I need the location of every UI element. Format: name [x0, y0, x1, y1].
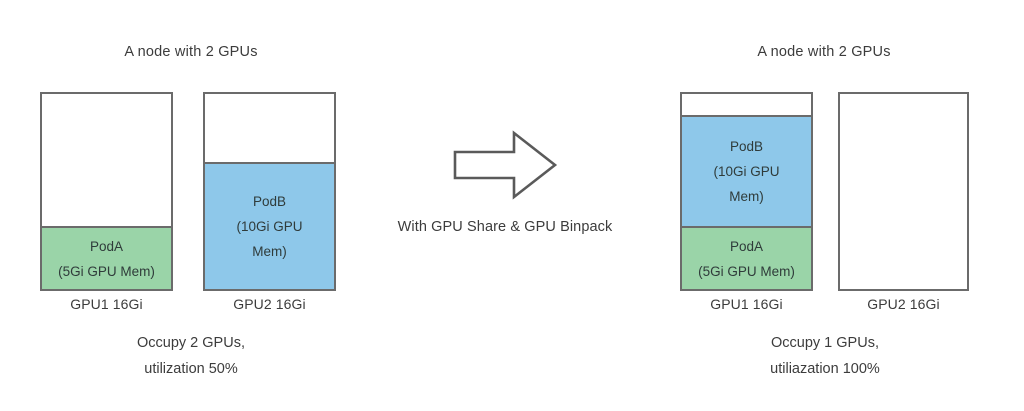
right-caption-line1: Occupy 1 GPUs,: [771, 335, 879, 351]
right-gpu1-pod-b: PodB (10Gi GPU Mem): [682, 115, 811, 226]
right-gpu2-label: GPU2 16Gi: [867, 296, 940, 312]
center-transform-label: With GPU Share & GPU Binpack: [397, 219, 613, 235]
right-gpu1-label: GPU1 16Gi: [710, 296, 783, 312]
right-gpu1-box: PodB (10Gi GPU Mem) PodA (5Gi GPU Mem): [680, 92, 813, 291]
pod-b-mem-line2: Mem): [729, 189, 764, 204]
left-gpu1-pod-a: PodA (5Gi GPU Mem): [42, 226, 171, 289]
right-gpu1-free-area: [682, 94, 811, 115]
pod-a-mem: (5Gi GPU Mem): [58, 263, 155, 279]
pod-b-name: PodB: [252, 194, 287, 209]
left-caption: Occupy 2 GPUs, utilization 50%: [40, 330, 342, 382]
pod-a-name: PodA: [729, 238, 764, 254]
left-gpu2-box: PodB (10Gi GPU Mem): [203, 92, 336, 291]
pod-a-mem: (5Gi GPU Mem): [698, 263, 795, 279]
right-gpu2-box: [838, 92, 969, 291]
left-caption-line1: Occupy 2 GPUs,: [137, 335, 245, 351]
right-node-title: A node with 2 GPUs: [757, 44, 891, 60]
left-caption-line2: utilization 50%: [144, 361, 238, 377]
right-caption: Occupy 1 GPUs, utiliazation 100%: [700, 330, 950, 382]
pod-b-mem-line1: (10Gi GPU: [236, 219, 303, 234]
left-gpu2-label: GPU2 16Gi: [233, 296, 306, 312]
right-caption-line2: utiliazation 100%: [770, 361, 880, 377]
pod-a-name: PodA: [89, 238, 124, 254]
left-gpu1-free-area: [42, 94, 171, 226]
right-gpu1-pod-a: PodA (5Gi GPU Mem): [682, 226, 811, 289]
pod-b-mem-line2: Mem): [252, 244, 287, 259]
left-gpu2-pod-b: PodB (10Gi GPU Mem): [205, 162, 334, 289]
transform-arrow-icon: [452, 130, 558, 200]
pod-b-mem-line1: (10Gi GPU: [713, 164, 780, 179]
left-gpu2-free-area: [205, 94, 334, 162]
left-node-title: A node with 2 GPUs: [124, 44, 258, 60]
left-gpu1-label: GPU1 16Gi: [70, 296, 143, 312]
pod-b-name: PodB: [729, 139, 764, 154]
right-gpu2-free-area: [840, 94, 967, 289]
left-gpu1-box: PodA (5Gi GPU Mem): [40, 92, 173, 291]
